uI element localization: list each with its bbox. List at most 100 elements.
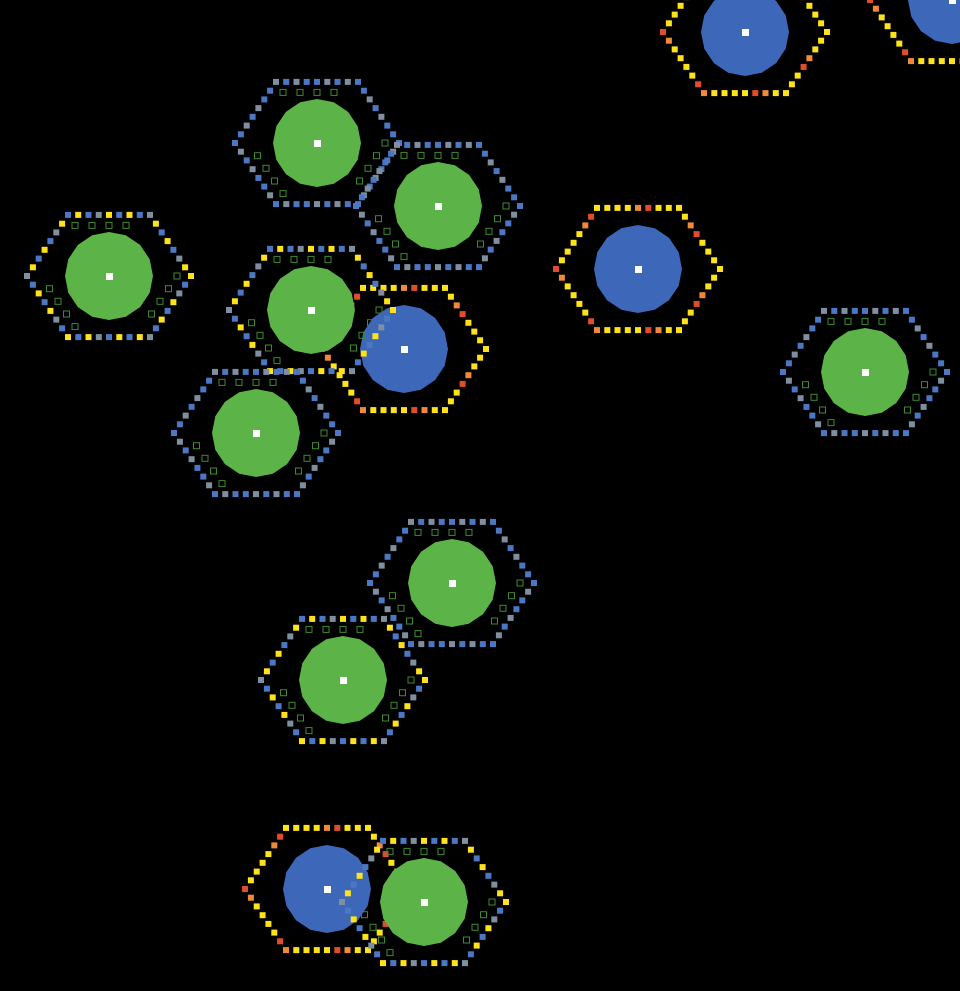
perimeter-dot [635,204,641,211]
green-cell-12[interactable] [258,615,428,745]
cell-core [324,886,331,893]
perimeter-dot [390,545,397,552]
perimeter-dot [324,947,330,954]
perimeter-dot [381,615,387,622]
perimeter-dot [604,204,611,211]
perimeter-dot [126,211,133,218]
perimeter-dot [384,553,391,560]
perimeter-dot [570,292,577,299]
green-cell-10[interactable] [367,518,537,648]
territory-marker [201,454,209,462]
perimeter-dot [890,31,897,38]
green-cell-6[interactable] [780,307,950,437]
perimeter-dot [447,293,454,300]
perimeter-dot [882,430,889,437]
perimeter-dot [269,659,276,666]
perimeter-dot [655,204,662,211]
perimeter-dot [495,632,502,639]
territory-marker [156,297,164,305]
perimeter-dot [344,890,351,897]
perimeter-dot [388,859,395,866]
perimeter-dot [287,368,294,375]
perimeter-dot [459,518,466,525]
blue-cell-14[interactable] [867,0,960,65]
perimeter-dot [824,29,830,35]
territory-marker [400,151,408,159]
perimeter-dot [414,141,421,148]
cell-core [106,273,113,280]
cell-core [449,580,456,587]
perimeter-dot [441,837,448,844]
perimeter-dot [841,307,848,314]
perimeter-dot [388,255,395,262]
perimeter-dot [243,122,250,129]
perimeter-dot [348,389,355,396]
perimeter-dot [872,307,879,314]
perimeter-dot [614,204,621,211]
green-cell-8[interactable] [226,245,396,375]
territory-marker [397,604,405,612]
perimeter-dot [882,307,889,314]
cell-core [253,430,260,437]
perimeter-dot [370,407,377,414]
perimeter-dot [311,395,318,402]
perimeter-dot [255,174,262,181]
perimeter-dot [53,316,60,323]
green-cell-2[interactable] [232,78,402,208]
perimeter-dot [928,58,935,65]
perimeter-dot [364,185,371,192]
perimeter-dot [273,201,279,208]
perimeter-dot [491,916,498,923]
perimeter-dot [462,960,468,967]
perimeter-dot [249,272,256,279]
perimeter-dot [477,337,484,344]
blue-cell-body[interactable] [701,0,789,76]
perimeter-dot [344,947,351,954]
perimeter-dot [821,430,827,437]
perimeter-dot [926,395,933,402]
perimeter-dot [317,456,324,463]
perimeter-dot [263,368,270,375]
territory-marker [437,847,445,855]
perimeter-dot [265,920,272,927]
perimeter-dot [182,447,189,454]
perimeter-dot [699,239,706,246]
perimeter-dot [360,350,367,357]
territory-marker [256,331,264,339]
cell-core [949,0,956,4]
perimeter-dot [513,606,520,613]
blue-cell-body[interactable] [908,0,960,44]
perimeter-dot [447,398,454,405]
territory-marker [71,221,79,229]
perimeter-dot [350,881,357,888]
perimeter-dot [360,407,366,414]
perimeter-dot [319,615,326,622]
green-cell-4[interactable] [24,211,194,341]
perimeter-dot [671,46,678,53]
perimeter-dot [476,141,482,148]
perimeter-dot [255,263,262,270]
blue-cell-1[interactable] [660,0,830,97]
perimeter-dot [231,315,238,322]
perimeter-dot [267,245,273,252]
perimeter-dot [303,824,310,831]
territory-marker [312,442,319,450]
territory-marker [406,617,413,625]
perimeter-dot [176,290,183,297]
perimeter-dot [411,284,418,291]
perimeter-dot [711,274,718,281]
green-cell-9[interactable] [171,368,341,498]
green-cell-3[interactable] [353,141,523,271]
perimeter-dot [932,386,939,393]
perimeter-dot [106,334,112,341]
blue-cell-5[interactable] [553,204,723,334]
territory-marker [878,317,886,325]
perimeter-dot [339,899,345,905]
perimeter-dot [676,327,682,334]
perimeter-dot [867,0,873,3]
perimeter-dot [261,96,268,103]
territory-marker [254,152,261,160]
green-cell-13[interactable] [339,837,509,967]
